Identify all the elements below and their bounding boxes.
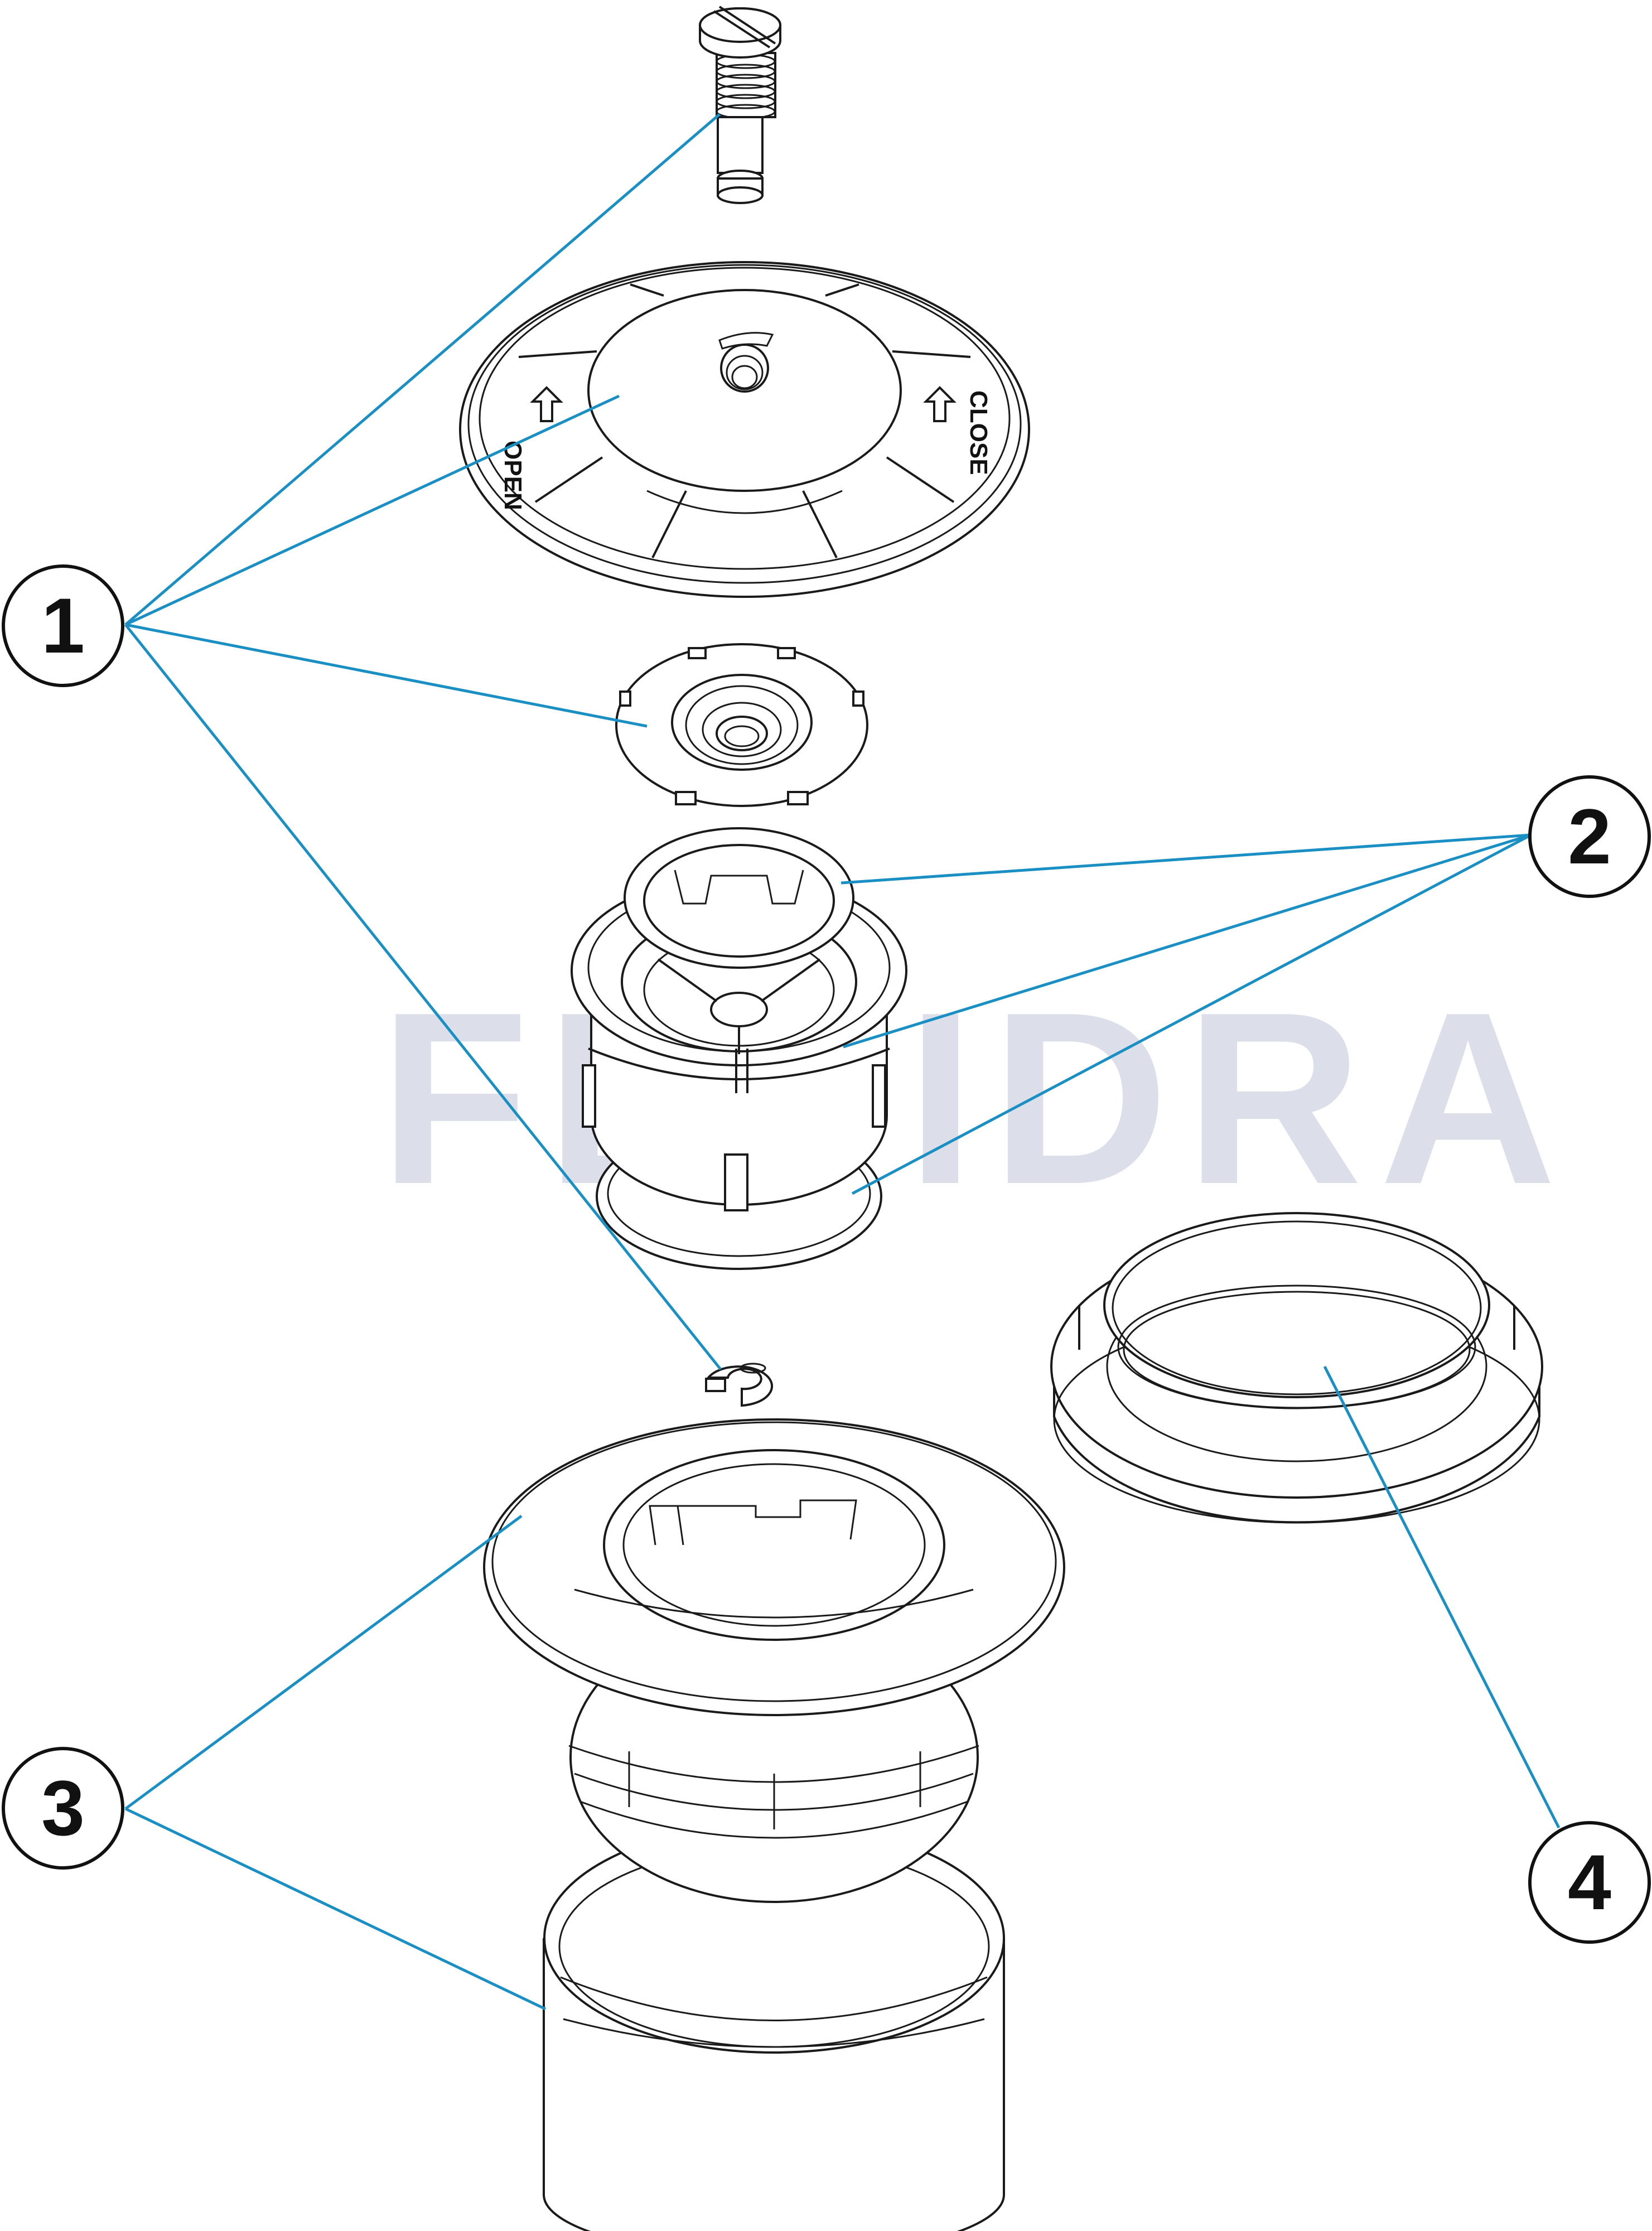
c-clip xyxy=(705,1363,774,1407)
flange-ring xyxy=(483,1418,1065,1716)
base-housing xyxy=(543,1823,1005,2231)
leader-lines-callout-4 xyxy=(1323,1365,1561,1829)
leader-lines-callout-1 xyxy=(124,113,722,1370)
callout-3: 3 xyxy=(2,1747,124,1870)
callout-1-label: 1 xyxy=(41,582,85,669)
callout-3-label: 3 xyxy=(41,1764,85,1852)
close-label: CLOSE xyxy=(965,390,992,475)
leader-lines-callout-2 xyxy=(841,833,1532,1195)
adapter-bushing xyxy=(1050,1212,1543,1524)
adjustment-dial: OPEN CLOSE xyxy=(459,261,1030,598)
callout-2-label: 2 xyxy=(1568,793,1611,880)
callout-4-label: 4 xyxy=(1568,1838,1611,1926)
slotted-screw xyxy=(699,6,781,204)
callout-2: 2 xyxy=(1528,775,1651,898)
callout-4: 4 xyxy=(1528,1821,1651,1944)
notched-inner-cap xyxy=(615,643,868,807)
callout-1: 1 xyxy=(2,564,124,687)
valve-cartridge xyxy=(571,827,907,1270)
leader-lines-callout-3 xyxy=(124,1514,547,2011)
open-label: OPEN xyxy=(499,441,526,510)
